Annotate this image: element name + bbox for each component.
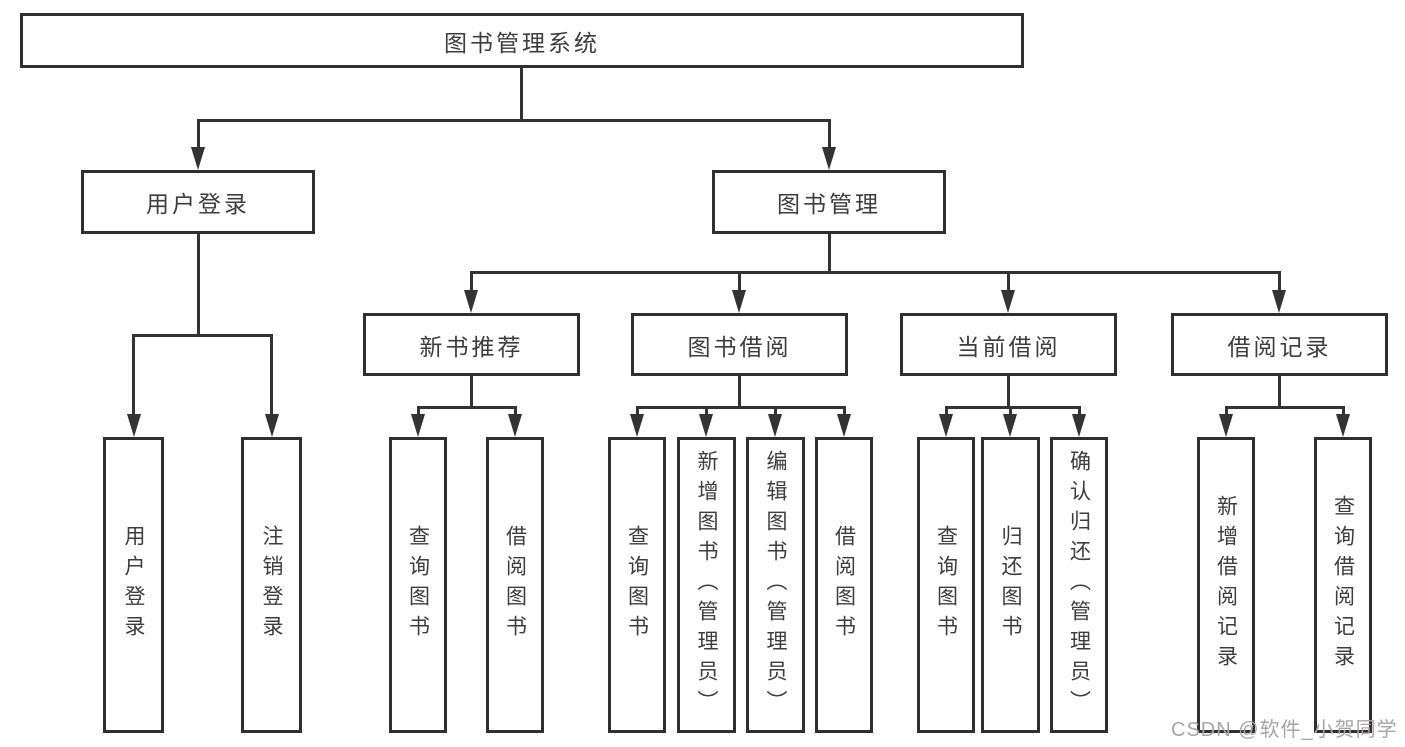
- leaf-recommend-query-book: 查询图书: [389, 437, 447, 733]
- edge-arrowhead: [822, 147, 836, 170]
- edge-line: [1278, 271, 1281, 292]
- edge-line: [197, 119, 200, 149]
- edge-line: [1225, 406, 1228, 416]
- leaf-query-borrow-record: 查询借阅记录: [1314, 437, 1372, 733]
- edge-arrowhead: [1272, 290, 1286, 313]
- edge-line: [1225, 406, 1344, 409]
- edge-line: [636, 406, 845, 409]
- edge-line: [945, 406, 948, 416]
- leaf-add-borrow-record: 新增借阅记录: [1197, 437, 1255, 733]
- edge-arrowhead: [768, 414, 782, 437]
- edge-line: [705, 406, 708, 416]
- edge-arrowhead: [939, 414, 953, 437]
- edge-arrowhead: [265, 414, 279, 437]
- edge-arrowhead: [411, 414, 425, 437]
- edge-arrowhead: [464, 290, 478, 313]
- edge-line: [828, 119, 831, 149]
- edge-line: [945, 406, 1080, 409]
- edge-line: [417, 406, 517, 409]
- csdn-watermark: CSDN @软件_小贺同学: [1171, 719, 1398, 741]
- edge-line: [828, 234, 831, 274]
- edge-arrowhead: [699, 414, 713, 437]
- node-book-management: 图书管理: [712, 170, 946, 234]
- edge-arrowhead: [630, 414, 644, 437]
- edge-line: [843, 406, 846, 416]
- edge-arrowhead: [508, 414, 522, 437]
- leaf-edit-book-admin: 编辑图书（管理员）: [746, 437, 805, 733]
- node-current-borrowing: 当前借阅: [900, 313, 1117, 376]
- edge-line: [514, 406, 517, 416]
- edge-arrowhead: [837, 414, 851, 437]
- edge-arrowhead: [1003, 414, 1017, 437]
- edge-line: [520, 68, 523, 120]
- edge-arrowhead: [1001, 290, 1015, 313]
- edge-arrowhead: [127, 414, 141, 437]
- edge-line: [1278, 376, 1281, 408]
- node-book-borrowing: 图书借阅: [631, 313, 848, 376]
- edge-arrowhead: [1072, 414, 1086, 437]
- leaf-recommend-borrow-book: 借阅图书: [486, 437, 544, 733]
- leaf-current-query-book: 查询图书: [917, 437, 975, 733]
- leaf-return-book: 归还图书: [981, 437, 1040, 733]
- leaf-add-book-admin: 新增图书（管理员）: [677, 437, 736, 733]
- edge-arrowhead: [1336, 414, 1350, 437]
- edge-line: [132, 334, 135, 416]
- edge-line: [738, 376, 741, 408]
- edge-line: [197, 119, 831, 122]
- edge-line: [470, 271, 473, 292]
- node-library-management-system: 图书管理系统: [20, 13, 1024, 68]
- leaf-borrowing-query-book: 查询图书: [608, 437, 666, 733]
- edge-arrowhead: [191, 147, 205, 170]
- edge-line: [417, 406, 420, 416]
- edge-line: [774, 406, 777, 416]
- edge-arrowhead: [1219, 414, 1233, 437]
- edge-line: [197, 234, 200, 335]
- node-new-book-recommend: 新书推荐: [363, 313, 580, 376]
- edge-line: [1007, 271, 1010, 292]
- edge-line: [1007, 376, 1010, 408]
- edge-line: [738, 271, 741, 292]
- leaf-confirm-return-admin: 确认归还（管理员）: [1050, 437, 1108, 733]
- leaf-logout: 注销登录: [241, 437, 302, 733]
- node-borrowing-records: 借阅记录: [1171, 313, 1388, 376]
- leaf-user-login: 用户登录: [103, 437, 164, 733]
- leaf-borrow-book: 借阅图书: [815, 437, 873, 733]
- edge-line: [270, 334, 273, 416]
- edge-line: [636, 406, 639, 416]
- edge-arrowhead: [732, 290, 746, 313]
- edge-line: [1078, 406, 1081, 416]
- edge-line: [1009, 406, 1012, 416]
- node-user-login: 用户登录: [81, 170, 315, 234]
- edge-line: [470, 271, 1280, 274]
- edge-line: [132, 334, 273, 337]
- edge-line: [470, 376, 473, 408]
- edge-line: [1342, 406, 1345, 416]
